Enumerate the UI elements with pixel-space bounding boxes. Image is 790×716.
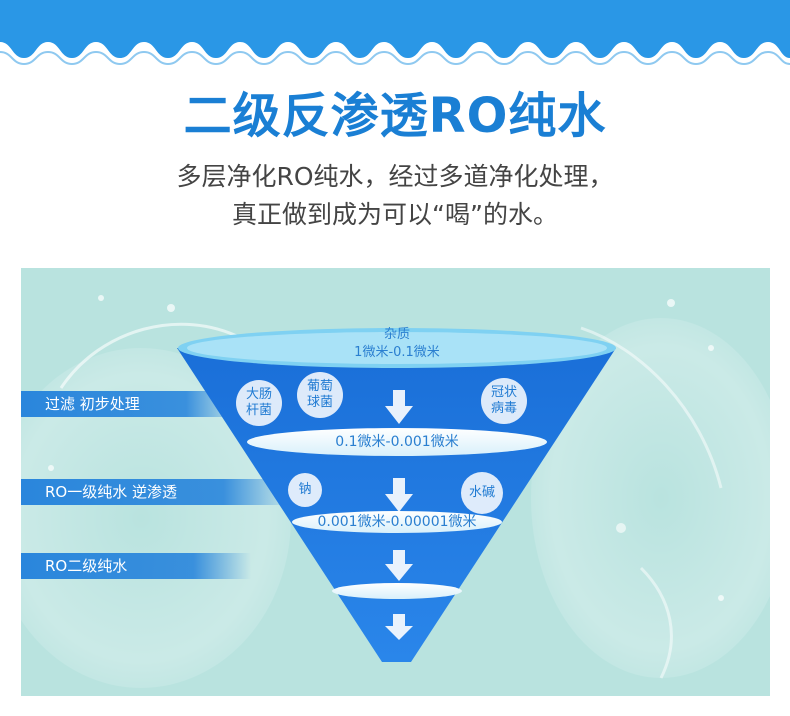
subtitle-line-2: 真正做到成为可以“喝”的水。: [232, 200, 558, 229]
bubble-staph: 葡萄 球菌: [297, 372, 343, 418]
subtitle-line-1: 多层净化RO纯水，经过多道净化处理，: [176, 162, 614, 191]
layer-1-range: 1微米-0.1微米: [354, 345, 440, 360]
bubble-virus: 冠状 病毒: [481, 378, 527, 424]
page-title: 二级反渗透RO纯水: [183, 88, 607, 144]
bubble-sodium: 钠: [288, 473, 322, 507]
top-wave-banner: [0, 0, 790, 66]
arrow-down-icon: [385, 614, 413, 640]
arrow-down-icon: [385, 550, 413, 581]
side-label-prefilter: 过滤 初步处理: [45, 395, 140, 413]
filtration-diagram-panel: 过滤 初步处理 RO一级纯水 逆渗透 RO二级纯水 杂质 1微米-0.1微米 0…: [21, 268, 770, 696]
layer-1-title: 杂质: [383, 327, 410, 342]
side-label-ro-stage-2: RO二级纯水: [45, 557, 128, 575]
bubble-alkali: 水碱: [461, 472, 503, 514]
funnel-graphic: [21, 295, 770, 688]
arrow-down-icon: [385, 478, 413, 512]
arrow-down-icon: [385, 390, 413, 424]
layer-3-range: 0.001微米-0.00001微米: [317, 514, 477, 530]
bubble-ecoli: 大肠 杆菌: [236, 380, 282, 426]
layer-2-range: 0.1微米-0.001微米: [335, 434, 459, 450]
side-label-ro-stage-1: RO一级纯水 逆渗透: [45, 483, 177, 501]
